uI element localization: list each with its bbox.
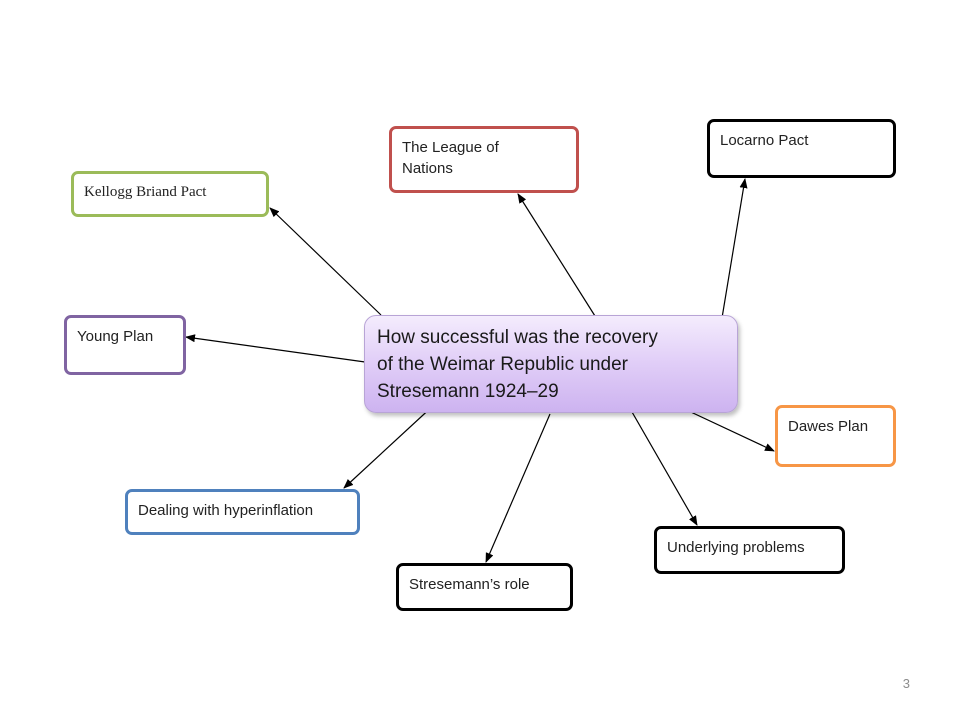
center-line-3: Stresemann 1924–29 xyxy=(377,381,559,402)
arrow-to-league-of-nations xyxy=(517,193,596,317)
node-label-line: Kellogg Briand Pact xyxy=(84,184,207,200)
node-label-line: Young Plan xyxy=(77,328,154,345)
arrow-to-underlying-problems xyxy=(631,411,698,526)
center-line-1: How successful was the recovery xyxy=(377,327,658,348)
node-league-of-nations: The League of Nations xyxy=(389,126,579,193)
node-label-line: Dealing with hyperinflation xyxy=(138,502,314,519)
node-locarno-pact: Locarno Pact xyxy=(707,119,896,178)
node-dawes-plan: Dawes Plan xyxy=(775,405,896,467)
arrow-to-dealing-with-hyperinflation xyxy=(343,403,436,489)
arrow-to-young-plan xyxy=(185,334,366,363)
arrow-to-dawes-plan xyxy=(677,405,775,452)
node-label-line: The League of xyxy=(402,139,499,156)
node-label-line: Dawes Plan xyxy=(788,418,869,435)
node-label-line: Locarno Pact xyxy=(720,132,809,149)
node-label-line: Underlying problems xyxy=(667,539,805,556)
center-node: How successful was the recovery of the W… xyxy=(364,315,738,413)
center-line-2: of the Weimar Republic under xyxy=(377,354,628,375)
page-number: 3 xyxy=(902,676,910,691)
node-kellogg-briand-pact: Kellogg Briand Pact xyxy=(71,171,269,217)
arrow-to-locarno-pact xyxy=(721,178,748,319)
arrow-to-kellogg-briand-pact xyxy=(269,207,382,316)
node-young-plan: Young Plan xyxy=(64,315,186,375)
arrow-to-stresemanns-role xyxy=(485,413,551,563)
node-underlying-problems: Underlying problems xyxy=(654,526,845,574)
node-label-line: Nations xyxy=(402,160,453,177)
node-label-line: Stresemann’s role xyxy=(409,576,530,593)
node-stresemanns-role: Stresemann’s role xyxy=(396,563,573,611)
node-dealing-with-hyperinflation: Dealing with hyperinflation xyxy=(125,489,360,535)
